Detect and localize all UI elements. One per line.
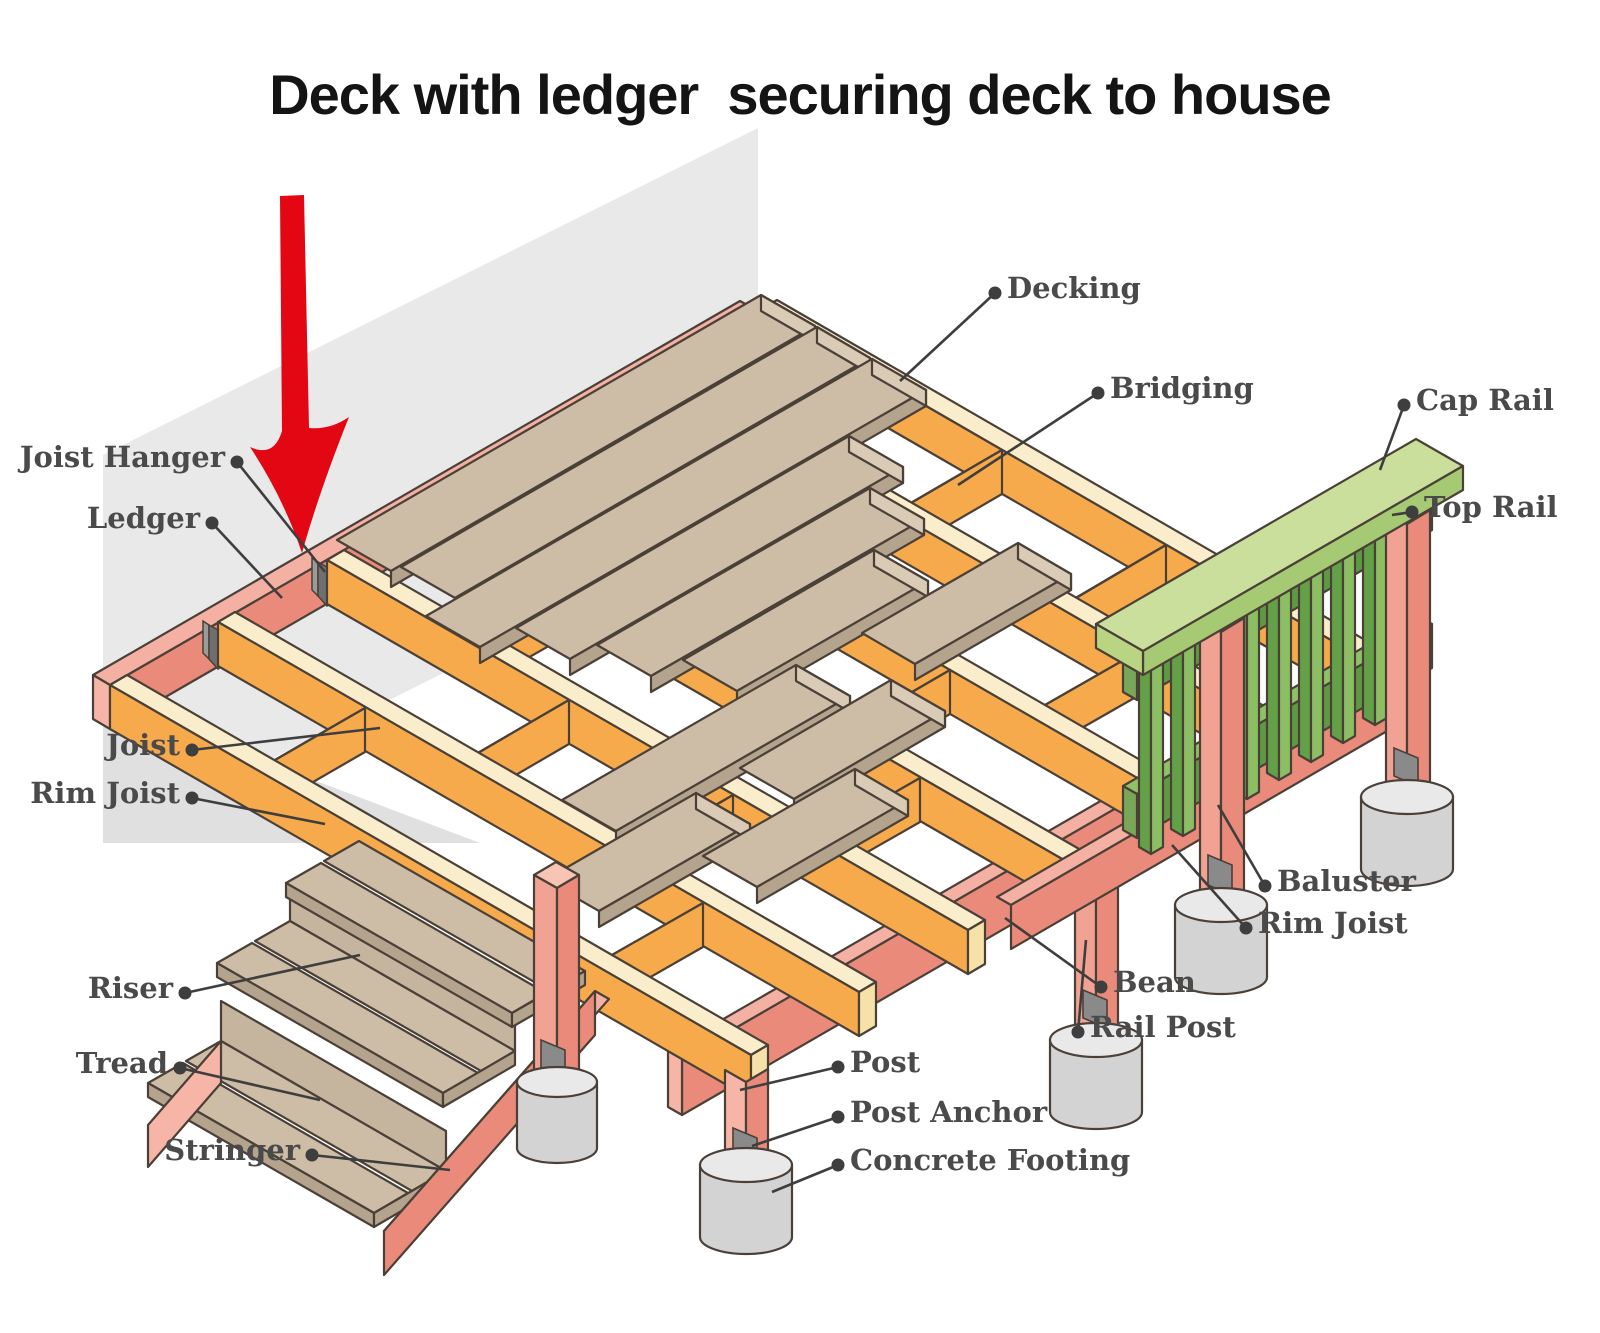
baluster-face (1149, 645, 1165, 856)
baluster-side (1361, 516, 1377, 727)
decking-board-end (853, 767, 910, 818)
decking-boards (335, 293, 930, 709)
label-beam: Bean (1113, 965, 1196, 999)
label-rim-joist-left: Rim Joist (30, 776, 180, 810)
label-post-anchor: Post Anchor (850, 1095, 1048, 1129)
label-tread: Tread (75, 1046, 168, 1080)
concrete-footing-body (698, 1163, 794, 1256)
stair-post (515, 860, 599, 1165)
baluster-side (1297, 553, 1313, 764)
red-arrow-icon (250, 195, 349, 553)
concrete-footing-body (1048, 1038, 1144, 1131)
cap-rail-end (1094, 622, 1145, 677)
rail-post-lower (1048, 884, 1144, 1131)
joist-hanger-icon (202, 619, 210, 661)
label-bridging: Bridging (1110, 371, 1254, 405)
joist-end (857, 980, 878, 1038)
decking-board-end (870, 357, 928, 408)
label-rim-joist-right: Rim Joist (1258, 906, 1408, 940)
baluster-face (1309, 553, 1325, 764)
baluster-face (1341, 534, 1357, 745)
label-riser: Riser (87, 971, 173, 1005)
decking-board-end (847, 434, 905, 485)
label-joist: Joist (106, 728, 180, 762)
deck-post (698, 1067, 794, 1256)
ledger-end (91, 673, 112, 731)
bottom-rail-end (1121, 784, 1139, 840)
concrete-footing-body (1359, 795, 1455, 888)
joist-end (966, 918, 987, 976)
railing (1094, 437, 1465, 996)
baluster-face (1245, 590, 1261, 801)
baluster-side (1329, 534, 1345, 745)
baluster-face (1181, 627, 1197, 838)
baluster-side (1265, 571, 1281, 782)
cap-rail-board (1094, 437, 1465, 677)
concrete-footing-body (515, 1080, 599, 1165)
label-joist-hanger: Joist Hanger (19, 440, 225, 474)
label-post: Post (850, 1045, 921, 1079)
decking-board-end (889, 678, 947, 729)
baluster-side (1169, 627, 1185, 838)
label-baluster: Baluster (1277, 864, 1416, 898)
label-cap-rail: Cap Rail (1416, 383, 1554, 417)
stair-tread-end (441, 1049, 517, 1109)
label-top-rail: Top Rail (1424, 490, 1558, 524)
diagram-title: Deck with ledger securing deck to house (269, 63, 1332, 126)
concrete-footing-top (515, 1065, 599, 1099)
baluster-face (1277, 571, 1293, 782)
label-decking: Decking (1007, 271, 1141, 305)
label-concrete-footing: Concrete Footing (850, 1143, 1131, 1177)
beam-end (666, 1049, 684, 1117)
decking-board-end (1016, 541, 1073, 592)
concrete-footing-top (1359, 778, 1455, 816)
leader-lines (173, 286, 1419, 1194)
concrete-footing-top (1173, 886, 1269, 924)
label-ledger: Ledger (86, 501, 200, 535)
label-rail-post: Rail Post (1090, 1010, 1236, 1044)
concrete-footing-top (698, 1146, 794, 1184)
loose-decking-boards (543, 541, 1073, 929)
decking-board-end (868, 486, 926, 537)
label-stringer: Stringer (164, 1133, 300, 1167)
baluster-side (1137, 645, 1153, 856)
